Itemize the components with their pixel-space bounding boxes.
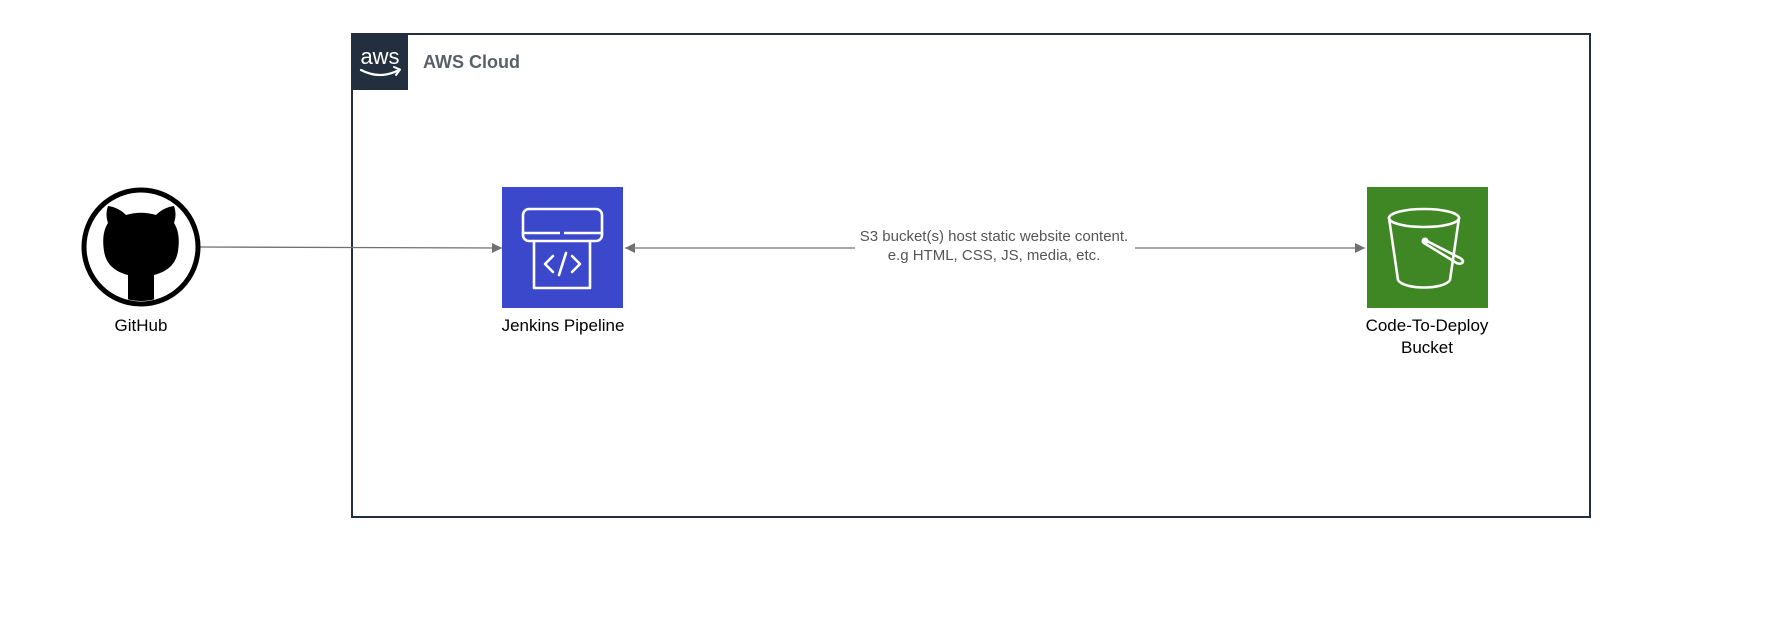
bucket-node[interactable]: Code-To-Deploy Bucket [1366, 187, 1489, 357]
jenkins-icon-tile [502, 187, 623, 308]
bucket-icon-tile [1367, 187, 1488, 308]
bucket-icon-pivot [1421, 237, 1429, 245]
code-pipeline-icon [521, 207, 604, 290]
aws-logo-text: aws [360, 44, 399, 69]
s3-bucket-icon [1387, 207, 1465, 289]
edge-label-line-1: S3 bucket(s) host static website content… [860, 228, 1128, 245]
jenkins-icon-notch [560, 231, 564, 235]
bucket-label-line-1: Code-To-Deploy [1366, 316, 1489, 335]
aws-cloud-border [351, 33, 1591, 518]
jenkins-label: Jenkins Pipeline [502, 316, 625, 335]
jenkins-pipeline-node[interactable]: Jenkins Pipeline [502, 187, 625, 335]
github-octocat-icon [81, 187, 201, 307]
edge-label-line-2: e.g HTML, CSS, JS, media, etc. [888, 247, 1101, 264]
aws-cloud-group[interactable]: aws AWS Cloud [351, 33, 1591, 518]
aws-logo-icon: aws [352, 34, 408, 90]
edge-github-to-jenkins[interactable] [199, 242, 503, 253]
github-node[interactable]: GitHub [81, 187, 201, 335]
aws-cloud-label: AWS Cloud [423, 52, 520, 72]
edge-jenkins-bucket[interactable]: S3 bucket(s) host static website content… [625, 228, 1365, 264]
bucket-label-line-2: Bucket [1401, 338, 1453, 357]
github-label: GitHub [115, 316, 168, 335]
